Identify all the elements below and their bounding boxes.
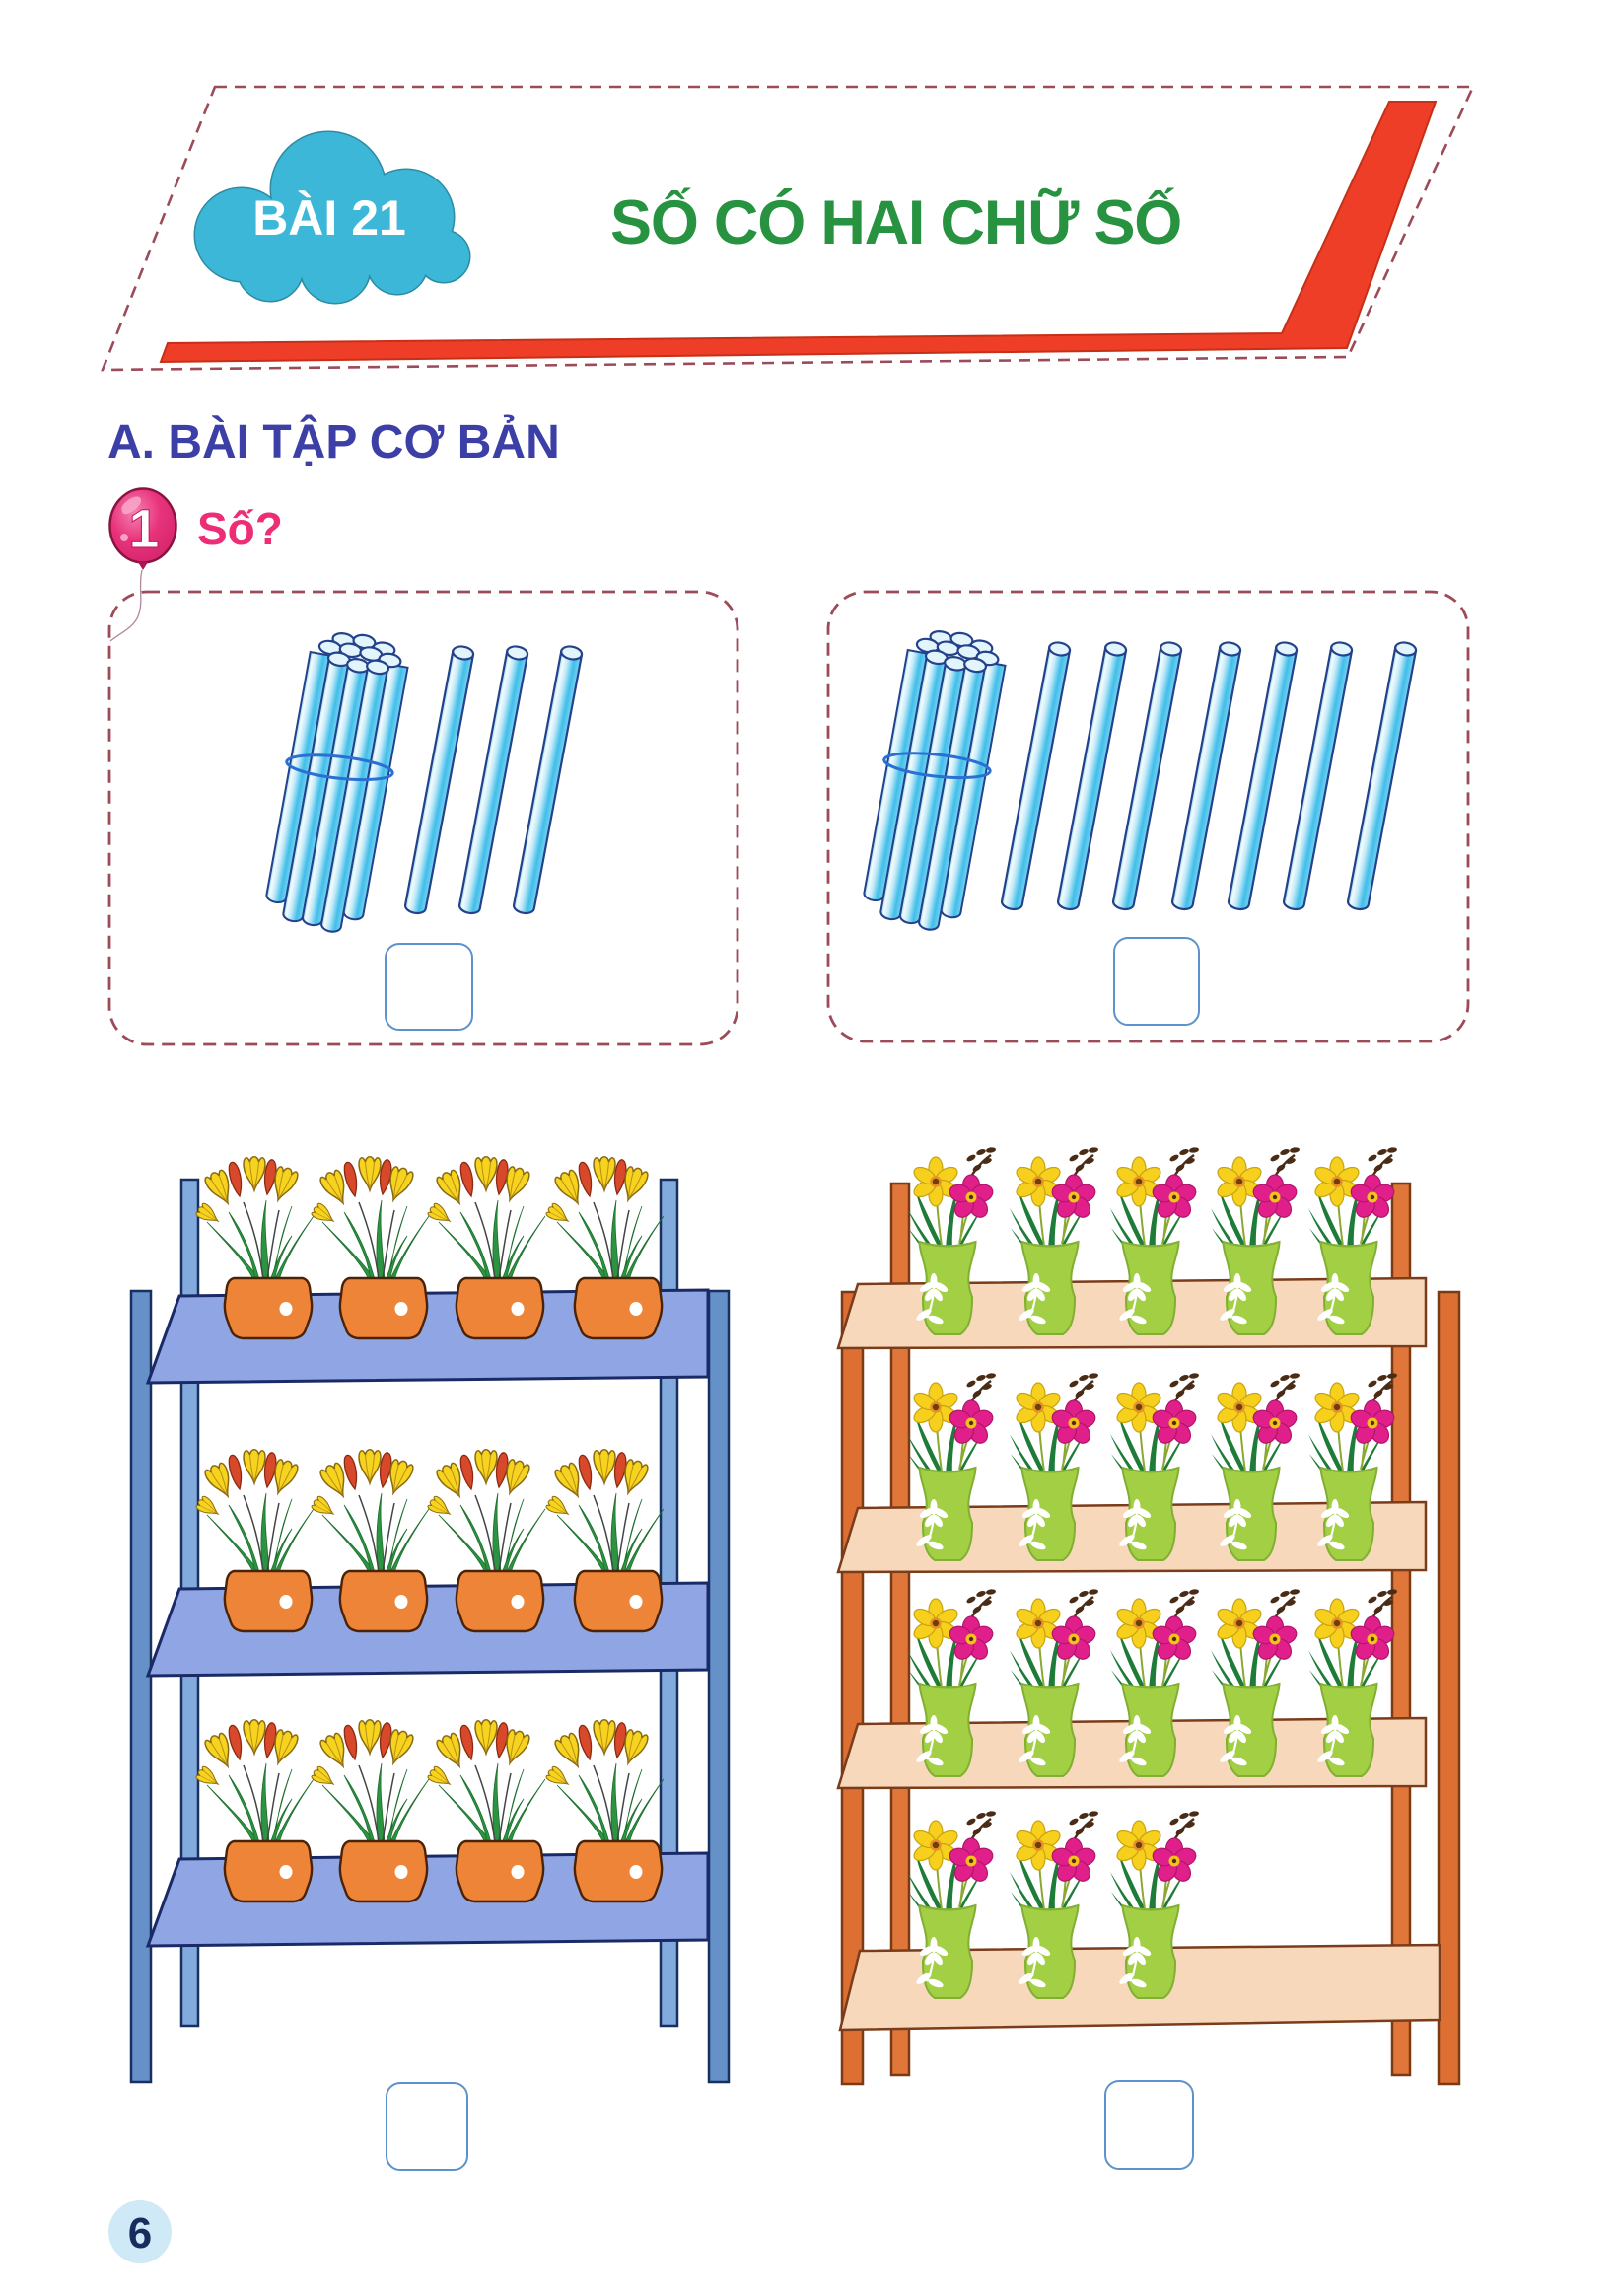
svg-text:1: 1 xyxy=(128,497,159,559)
svg-text:BÀI 21: BÀI 21 xyxy=(252,190,406,246)
